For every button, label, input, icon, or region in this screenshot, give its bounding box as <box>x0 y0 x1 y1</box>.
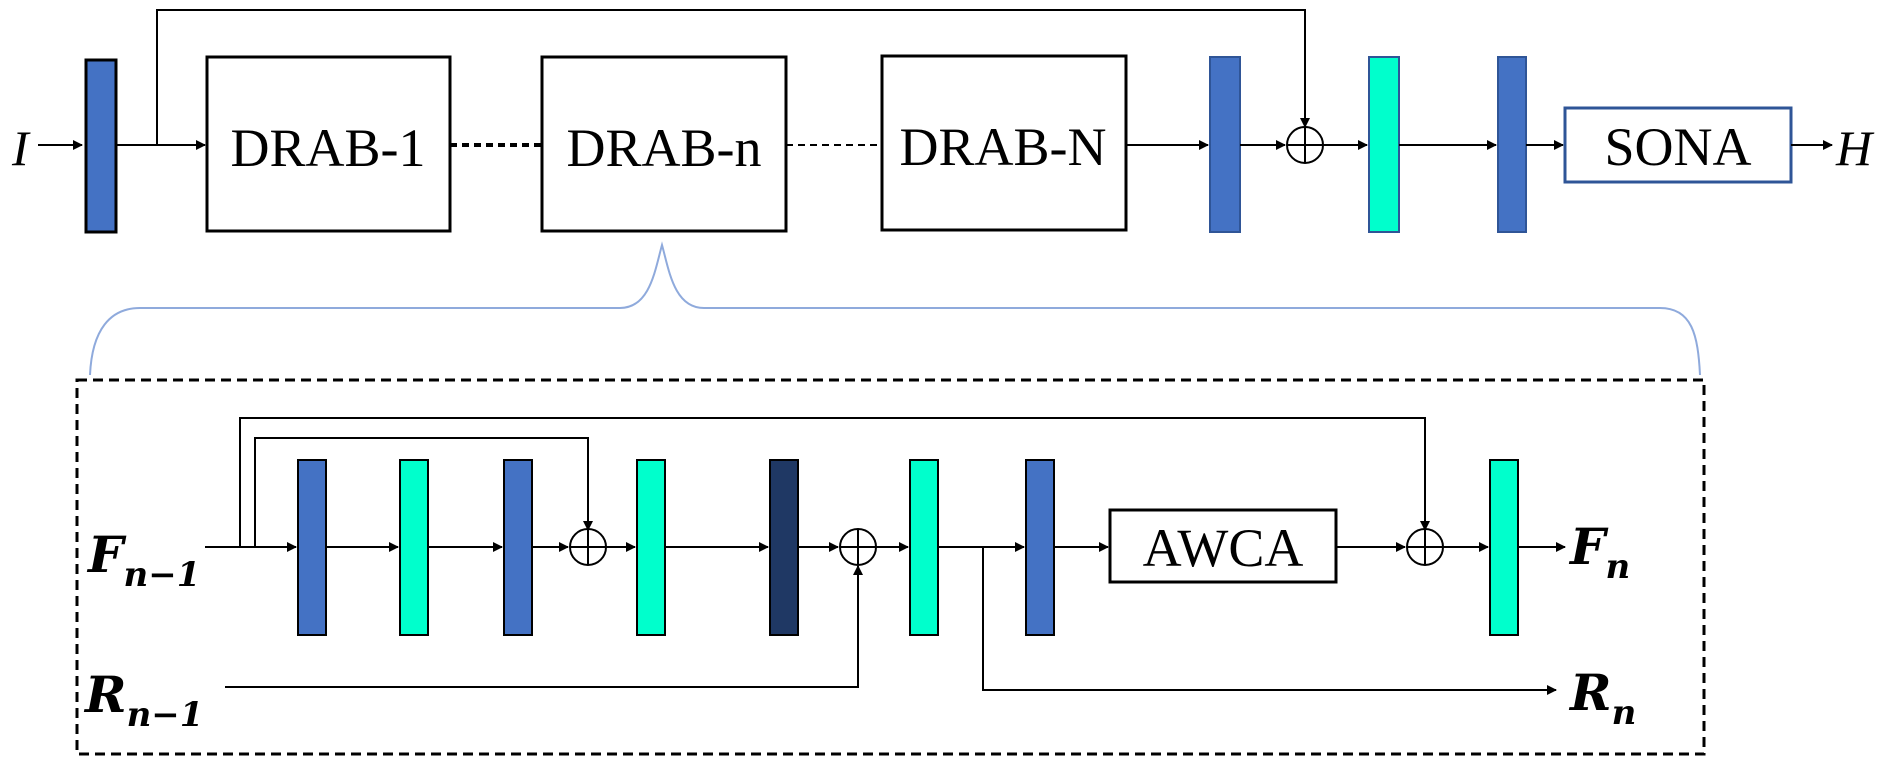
drab-block-n: DRAB-n <box>540 55 788 233</box>
drab-block-1: DRAB-1 <box>205 55 452 233</box>
drab-block-N: DRAB-N <box>880 54 1128 232</box>
global-skip-connection <box>156 9 1310 145</box>
global-sum-node <box>1286 126 1324 164</box>
conv-layer-2 <box>503 459 533 636</box>
sum-node-3 <box>1406 528 1444 566</box>
conv-layer-dark <box>769 459 799 636</box>
residual-output-connection <box>982 547 1557 695</box>
drab-block-N-label: DRAB-N <box>899 117 1106 177</box>
sona-label: SONA <box>1604 117 1751 177</box>
output-label-h: H <box>1835 120 1875 176</box>
output-label-f: Fn <box>1568 517 1630 587</box>
outer-skip-connection <box>239 417 1430 547</box>
inner-skip-connection <box>254 437 593 547</box>
activation-layer-top <box>1368 56 1400 233</box>
conv-layer-3 <box>1025 459 1055 636</box>
conv-layer-1 <box>297 459 327 636</box>
conv-layer-after-drab <box>1209 56 1241 233</box>
activation-layer-3 <box>909 459 939 636</box>
drab-block-n-label: DRAB-n <box>566 118 761 178</box>
residual-input-connection <box>225 565 863 688</box>
sona-block: SONA <box>1563 106 1793 184</box>
activation-layer-2 <box>636 459 666 636</box>
drab-detail: Fn−1 Rn−1 <box>75 378 1706 756</box>
sum-node-2 <box>839 528 877 566</box>
input-label-f-prev: Fn−1 <box>86 525 200 595</box>
detail-frame <box>75 378 1706 756</box>
awca-block: AWCA <box>1108 508 1338 584</box>
input-label-i: I <box>11 120 31 176</box>
expansion-bracket <box>89 241 1701 376</box>
activation-layer-4 <box>1489 459 1519 636</box>
awca-label: AWCA <box>1143 518 1304 578</box>
output-label-r: Rn <box>1568 663 1636 733</box>
top-pipeline: I DRAB-1 DRAB-n DRAB-N <box>11 9 1875 234</box>
activation-layer-1 <box>399 459 429 636</box>
conv-layer-before-sona <box>1497 56 1527 233</box>
drab-block-1-label: DRAB-1 <box>230 118 425 178</box>
input-label-r-prev: Rn−1 <box>83 665 203 735</box>
conv-layer-head <box>84 58 118 234</box>
sum-node-1 <box>569 528 607 566</box>
